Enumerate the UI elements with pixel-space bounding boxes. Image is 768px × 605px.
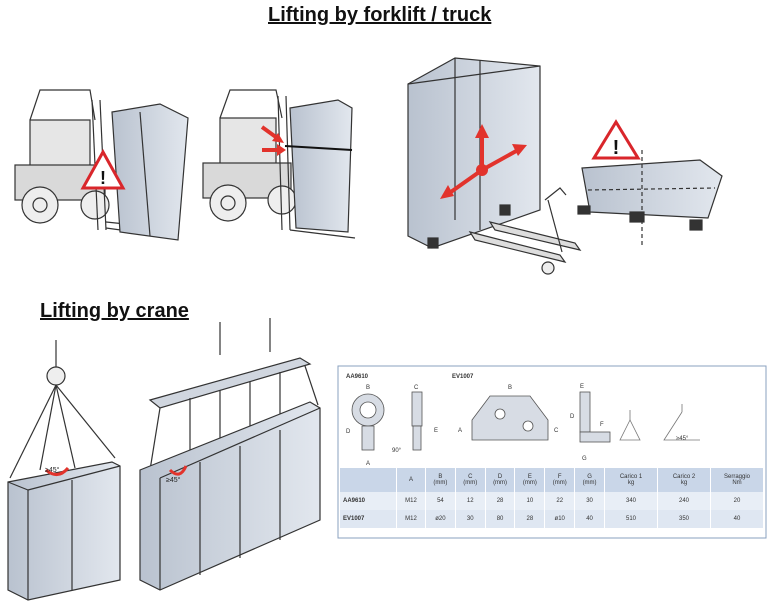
- eye-bolt-front-drawing: [351, 393, 385, 451]
- warning-icon-2: !: [591, 119, 641, 160]
- warning-icon: !: [80, 148, 126, 190]
- rigging-sketches: [619, 404, 700, 441]
- angle-label-2: ≥45°: [166, 476, 181, 484]
- angle-arrow: [45, 466, 70, 476]
- cell: 28: [485, 492, 516, 510]
- cell: AA9610: [340, 492, 397, 510]
- col-header-e: E(mm): [514, 468, 546, 492]
- center-of-gravity-arrows: [440, 124, 527, 199]
- angle-45: ≥45°: [676, 436, 689, 442]
- spec-code-left: AA9610: [346, 374, 369, 380]
- dim-a: A: [366, 461, 370, 467]
- cell: 240: [657, 492, 711, 510]
- cell: 80: [485, 510, 516, 528]
- svg-text:!: !: [613, 137, 620, 159]
- col-header-c: C(mm): [455, 468, 486, 492]
- dim-e-2: E: [580, 384, 584, 390]
- strap-arrow-icon: [260, 125, 286, 156]
- spec-table: A B(mm) C(mm) D(mm) E(mm) F(mm) G(mm) Ca…: [340, 468, 764, 528]
- dim-b: B: [366, 385, 370, 391]
- dim-b-2: B: [508, 385, 512, 391]
- dim-d-2: D: [570, 414, 575, 420]
- angle-arrow-2: [168, 465, 188, 476]
- cell: 22: [544, 492, 576, 510]
- cell: EV1007: [340, 510, 397, 528]
- angle-90: 90°: [392, 448, 402, 454]
- cell: 12: [455, 492, 486, 510]
- forklift-heading: Lifting by forklift / truck: [268, 4, 492, 26]
- cell: 30: [455, 510, 486, 528]
- col-header-f: F(mm): [544, 468, 576, 492]
- cell: ø20: [425, 510, 456, 528]
- cell: 54: [425, 492, 456, 510]
- dim-g: G: [582, 456, 587, 462]
- cell: 510: [604, 510, 658, 528]
- col-header-a: A: [396, 468, 426, 492]
- forklift-2-illustration: [202, 89, 356, 239]
- cell: 340: [604, 492, 658, 510]
- spec-table-header: A B(mm) C(mm) D(mm) E(mm) F(mm) G(mm) Ca…: [340, 468, 764, 492]
- cell: ø10: [544, 510, 576, 528]
- cell: 40: [574, 510, 605, 528]
- cell: M12: [396, 492, 426, 510]
- cell: M12: [396, 510, 426, 528]
- col-header-b: B(mm): [425, 468, 456, 492]
- dim-c: C: [414, 385, 419, 391]
- eye-bolt-side-drawing: [411, 391, 423, 451]
- dim-e: E: [434, 428, 438, 434]
- col-header-d: D(mm): [485, 468, 516, 492]
- col-header-0: [340, 468, 397, 492]
- cell: 40: [710, 510, 764, 528]
- dim-c-2: C: [554, 428, 559, 434]
- pallet-truck-illustration: [407, 57, 582, 275]
- angle-label-1: ≥45°: [45, 466, 60, 474]
- cell: 20: [710, 492, 764, 510]
- lifting-plate-drawing: [471, 391, 611, 443]
- crane-lift-1-illustration: [7, 340, 121, 601]
- dim-d: D: [346, 429, 351, 435]
- svg-text:!: !: [100, 168, 106, 188]
- cell: 350: [657, 510, 711, 528]
- col-header-g: G(mm): [574, 468, 605, 492]
- cell: 30: [574, 492, 605, 510]
- tilted-cabinet-illustration: [577, 150, 723, 245]
- crane-lift-2-illustration: [139, 318, 321, 591]
- cell: 10: [514, 492, 546, 510]
- spec-code-right: EV1007: [452, 374, 474, 380]
- cell: 28: [514, 510, 546, 528]
- dim-f: F: [600, 422, 604, 428]
- crane-heading: Lifting by crane: [40, 300, 189, 322]
- table-row: EV1007 M12 ø20 30 80 28 ø10 40 510 350 4…: [340, 510, 764, 528]
- dim-a-2: A: [458, 428, 462, 434]
- table-row: AA9610 M12 54 12 28 10 22 30 340 240 20: [340, 492, 764, 510]
